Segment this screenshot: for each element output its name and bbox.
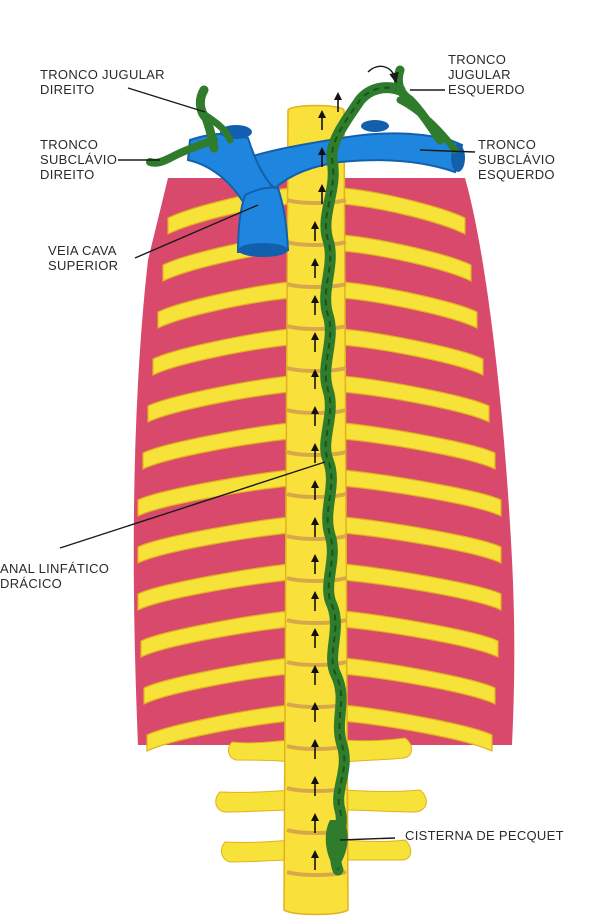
flow-arrow-top-head (334, 92, 342, 100)
lumbar-process-right-2 (345, 790, 426, 812)
label-line: ESQUERDO (448, 82, 525, 97)
lumbar-process-left-1 (229, 740, 292, 762)
superior-vena-cava (238, 187, 288, 252)
label-veia-cava-superior: VEIA CAVA SUPERIOR (48, 243, 118, 273)
label-line: SUBCLÁVIO (40, 152, 117, 167)
label-line: TRONCO JUGULAR (40, 67, 165, 82)
label-tronco-subclavio-direito: TRONCO SUBCLÁVIO DIREITO (40, 137, 117, 182)
label-line: TRONCO (448, 52, 525, 67)
label-line: SUPERIOR (48, 258, 118, 273)
label-line: SUBCLÁVIO (478, 152, 555, 167)
label-line: CISTERNA DE PECQUET (405, 828, 564, 843)
label-line: ANAL LINFÁTICO (0, 561, 109, 576)
label-tronco-jugular-direito: TRONCO JUGULAR DIREITO (40, 67, 165, 97)
label-cisterna-de-pecquet: CISTERNA DE PECQUET (405, 828, 564, 843)
label-line: VEIA CAVA (48, 243, 118, 258)
lumbar-process-left-3 (221, 840, 292, 862)
label-canal-linfatico-toracico: ANAL LINFÁTICO DRÁCICO (0, 561, 109, 591)
lumbar-process-left-2 (216, 790, 292, 812)
lumbar-process-right-3 (345, 840, 411, 860)
label-line: DRÁCICO (0, 576, 109, 591)
vena-cava-opening (238, 243, 288, 257)
label-line: TRONCO (40, 137, 117, 152)
label-tronco-subclavio-esquerdo: TRONCO SUBCLÁVIO ESQUERDO (478, 137, 555, 182)
label-line: TRONCO (478, 137, 555, 152)
label-line: ESQUERDO (478, 167, 555, 182)
label-tronco-jugular-esquerdo: TRONCO JUGULAR ESQUERDO (448, 52, 525, 97)
label-line: DIREITO (40, 167, 117, 182)
lumbar-process-right-1 (345, 738, 412, 762)
label-line: JUGULAR (448, 67, 525, 82)
label-line: DIREITO (40, 82, 165, 97)
jugular-vein-stub-left (361, 120, 389, 132)
